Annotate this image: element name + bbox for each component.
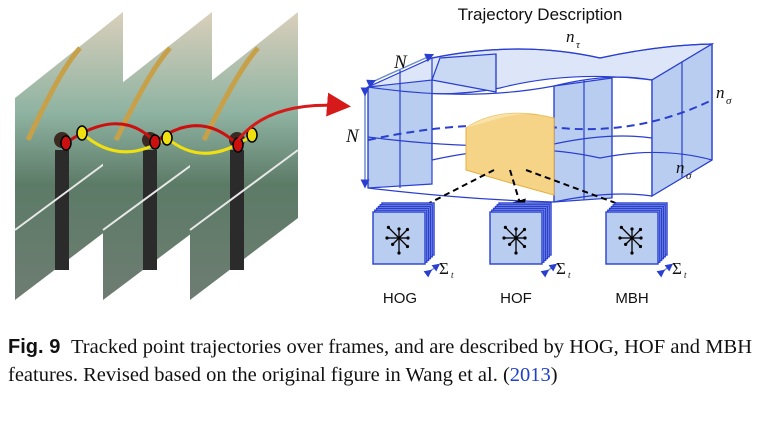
trajectory-centerline [367, 99, 713, 141]
label-n-left: N [345, 126, 360, 147]
figure-caption: Fig. 9 Tracked point trajectories over f… [8, 333, 752, 389]
frames-to-cube-arrow [236, 92, 351, 141]
label-n-sigma-bottom: n [676, 158, 685, 177]
label-n-sigma-right-sub: σ [726, 95, 732, 107]
sum-over-time-sub: t [568, 270, 571, 280]
label-n-sigma-right: n [716, 83, 725, 102]
sum-over-time-label: Σ [556, 259, 566, 278]
label-n-tau-sub: τ [576, 39, 581, 51]
sum-over-time-sub: t [684, 270, 687, 280]
sum-over-time-label: Σ [672, 259, 682, 278]
video-frame-3 [189, 12, 299, 300]
sum-over-time-sub: t [451, 270, 454, 280]
tracked-points [60, 125, 258, 153]
trajectory-volume [465, 112, 555, 196]
figure-title: Trajectory Description [458, 5, 623, 24]
feature-label-mbh: MBH [615, 290, 648, 307]
feature-label-hog: HOG [383, 290, 417, 307]
caption-citation-link[interactable]: 2013 [509, 364, 551, 386]
label-n-tau: n [566, 27, 575, 46]
trajectory-figure: Trajectory Description N N n τ [14, 5, 732, 307]
arrow-to-hog [406, 169, 495, 215]
caption-text-end: ) [550, 364, 558, 386]
label-n-top: N [393, 52, 408, 73]
caption-label: Fig. 9 [8, 336, 61, 358]
sum-over-time-label: Σ [439, 259, 449, 278]
label-n-sigma-bottom-sub: σ [686, 170, 692, 182]
feature-label-hof: HOF [500, 290, 532, 307]
caption-text: Tracked point trajectories over frames, … [8, 336, 752, 386]
dim-arrow-top [366, 53, 435, 88]
